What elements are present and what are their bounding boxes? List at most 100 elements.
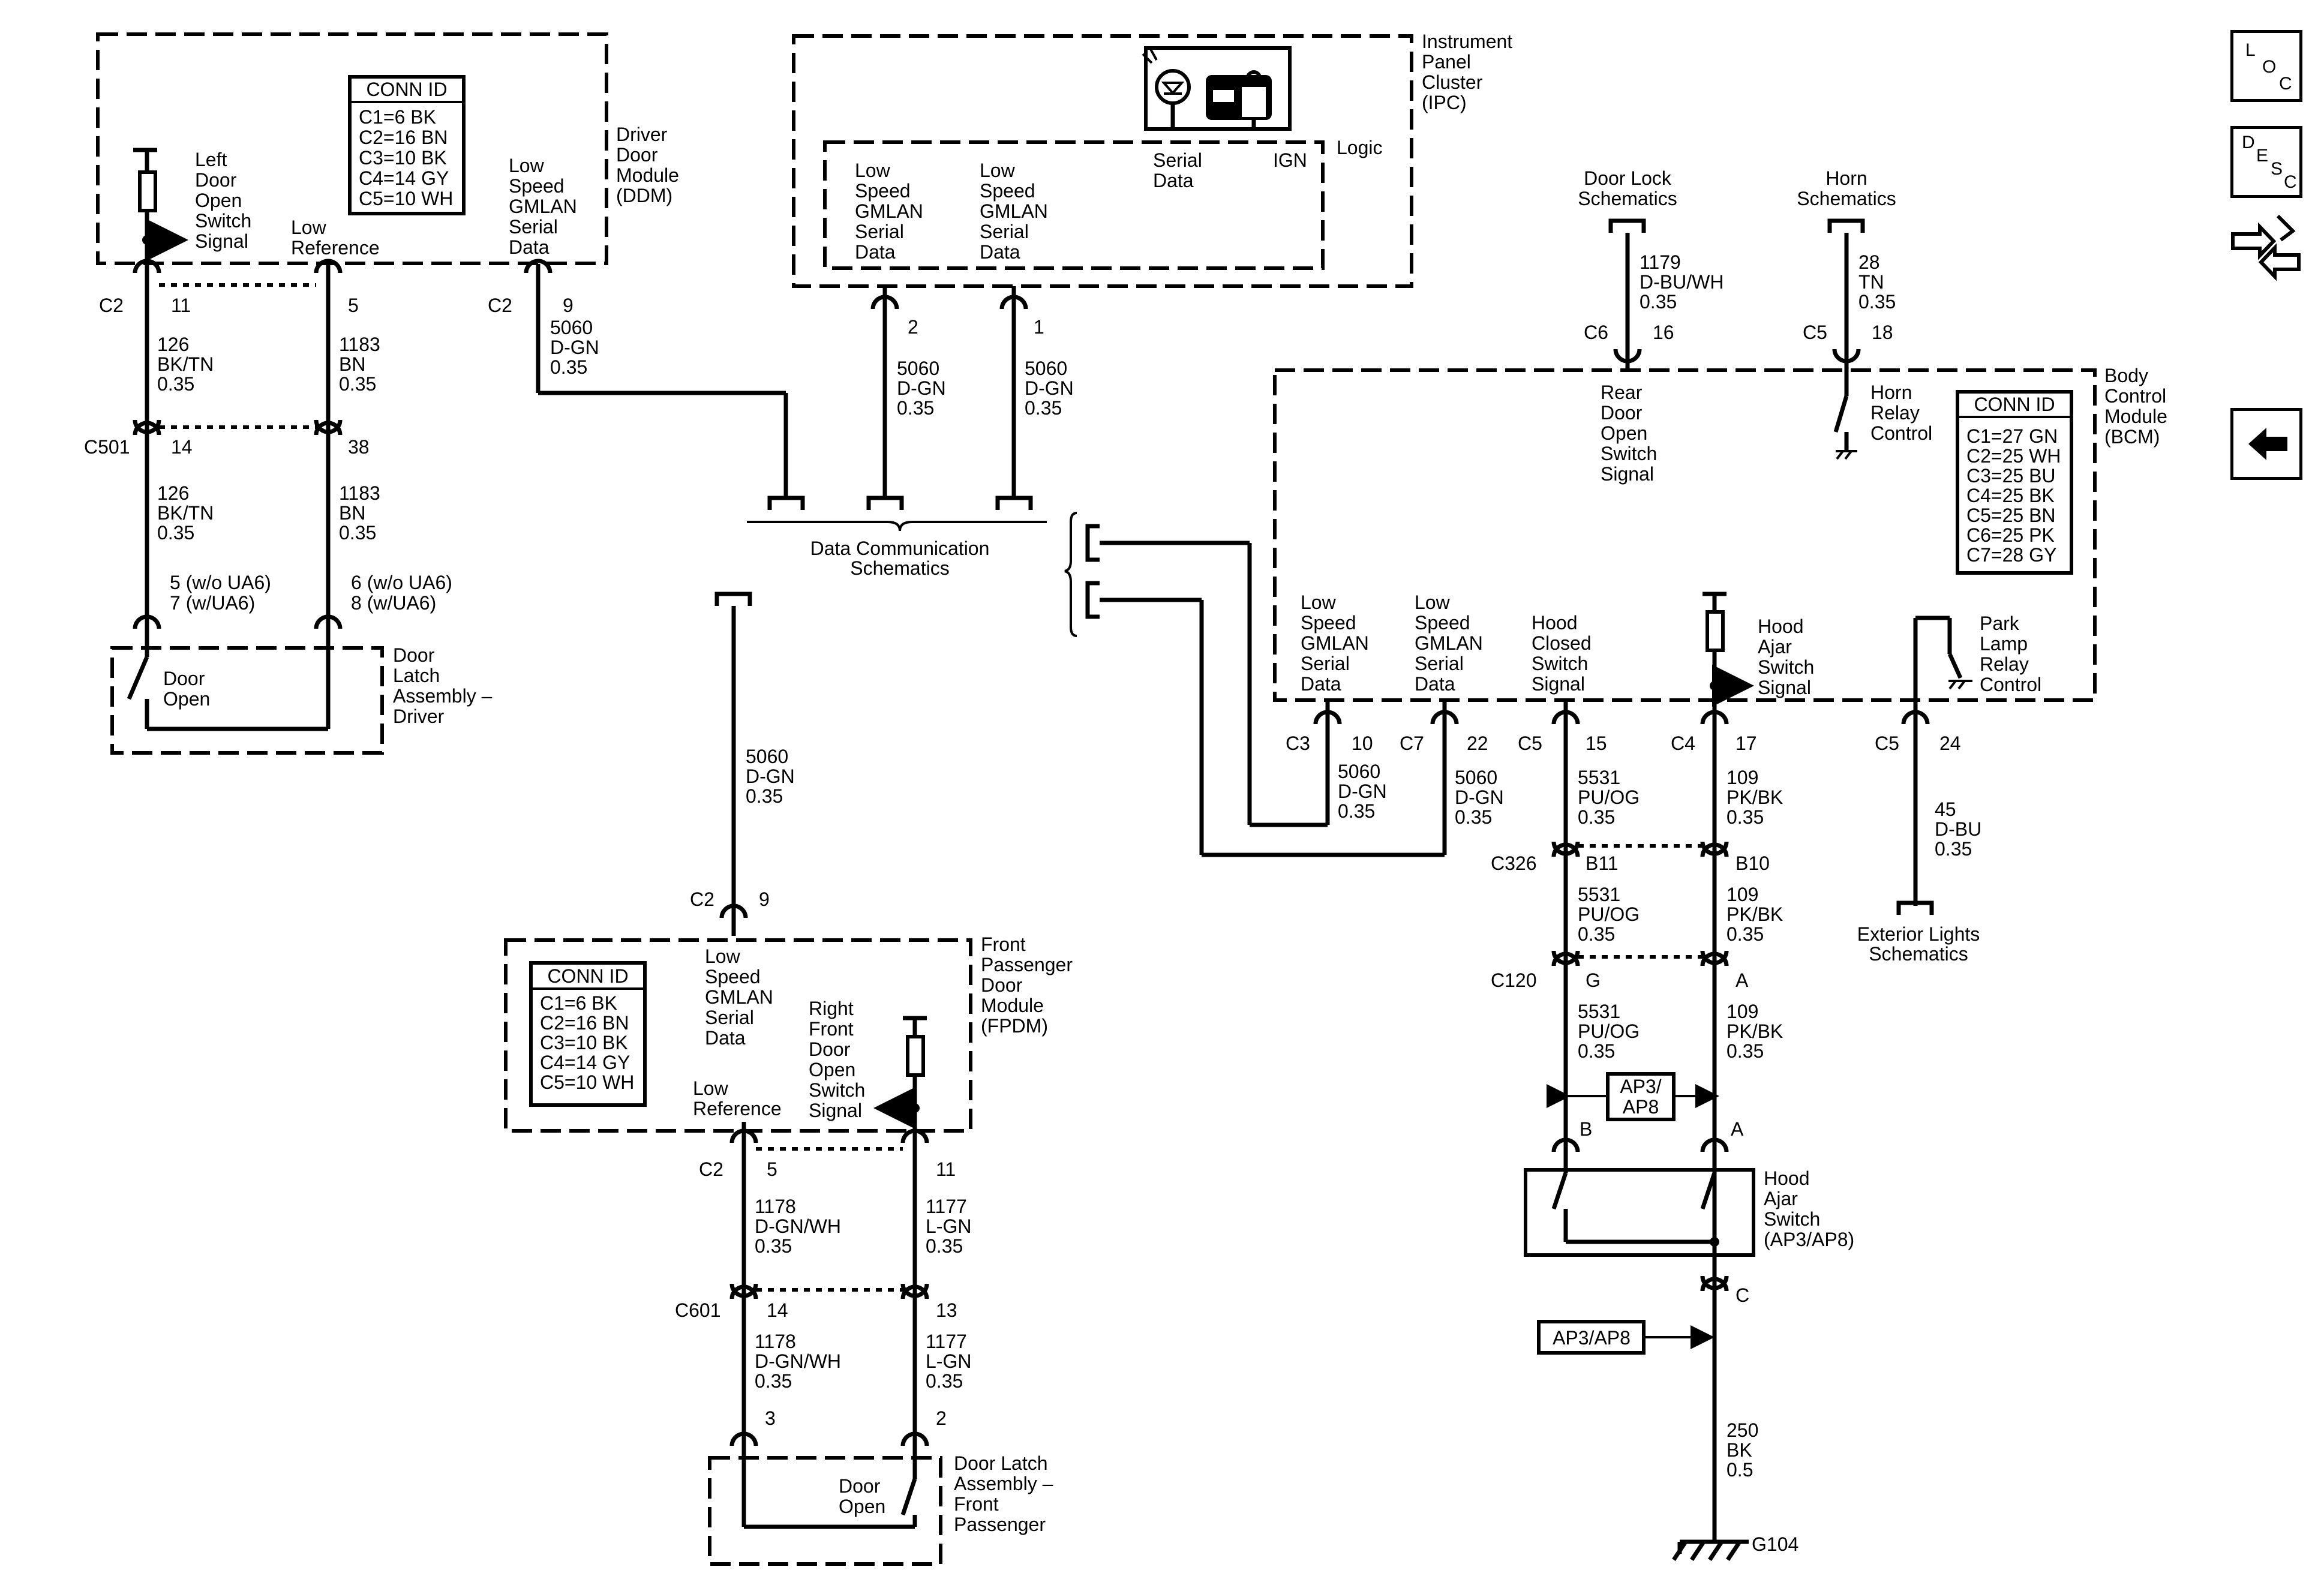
c120-label: C120	[1491, 969, 1537, 991]
svg-text:Data: Data	[705, 1027, 746, 1049]
data-communication-block: Data Communication Schematics	[747, 496, 1445, 857]
svg-text:0.35: 0.35	[926, 1370, 963, 1392]
hood-ajar-switch-box	[1524, 1168, 1755, 1257]
ipc-logic-label: Logic	[1337, 137, 1383, 158]
svg-text:BK: BK	[1727, 1439, 1752, 1461]
description-button[interactable]: D E S C	[2230, 126, 2302, 198]
ddm-low-ref-label: Low Reference	[291, 217, 380, 259]
pin-label: 10	[1352, 733, 1373, 754]
svg-text:Assembly –: Assembly –	[393, 685, 493, 707]
connector-view-icon[interactable]	[2227, 210, 2308, 288]
svg-text:TN: TN	[1858, 271, 1884, 293]
bcm-conn-row: C7=28 GY	[1966, 544, 2056, 566]
svg-text:Speed: Speed	[1415, 612, 1470, 634]
horn-relay-switch	[1833, 395, 1849, 433]
svg-text:Open: Open	[195, 190, 242, 211]
loc-letter: C	[2279, 74, 2292, 94]
svg-text:Passenger: Passenger	[981, 954, 1073, 975]
svg-text:(IPC): (IPC)	[1422, 92, 1467, 113]
back-button[interactable]	[2230, 408, 2302, 480]
svg-text:5531: 5531	[1578, 884, 1620, 905]
connector-label: C5	[1875, 733, 1899, 754]
ddm-conn-id-title: CONN ID	[366, 79, 447, 100]
location-button[interactable]: L O C	[2230, 30, 2302, 102]
ap3-ap8-option-box	[1606, 1072, 1676, 1121]
svg-text:Door: Door	[163, 668, 205, 689]
svg-text:0.35: 0.35	[746, 785, 783, 807]
svg-text:0.35: 0.35	[1578, 1040, 1615, 1062]
svg-text:Serial: Serial	[1153, 149, 1202, 171]
svg-text:Closed: Closed	[1532, 632, 1592, 654]
fpdm-low-ref-label: Low Reference	[693, 1077, 782, 1119]
fpdm-conn-id-box	[529, 961, 647, 1107]
ddm-conn-row: C2=16 BN	[359, 127, 448, 148]
svg-text:1179: 1179	[1640, 251, 1681, 273]
bcm-conn-row: C2=25 WH	[1966, 445, 2061, 467]
bcm-serial-label-b: Low Speed GMLAN Serial Data	[1415, 592, 1483, 695]
svg-text:Door: Door	[616, 144, 658, 166]
svg-text:126: 126	[157, 482, 189, 504]
hood-ajar-signal-label: Hood Ajar Switch Signal	[1758, 616, 1814, 698]
svg-text:Control: Control	[2104, 385, 2166, 407]
wire-label: 5060 D-GN 0.35	[1025, 358, 1074, 419]
svg-text:Switch: Switch	[1758, 656, 1814, 678]
svg-text:1183: 1183	[339, 482, 380, 504]
wire-label: 5060 D-GN 0.35	[746, 746, 795, 807]
svg-text:5060: 5060	[1338, 761, 1380, 782]
wire-label: 5060 D-GN 0.35	[550, 317, 599, 378]
option-label: AP8	[1623, 1096, 1659, 1118]
svg-text:D-GN/WH: D-GN/WH	[755, 1350, 841, 1372]
door-lock-icon	[1206, 70, 1272, 120]
ipc-serial-label-a: Low Speed GMLAN Serial Data	[855, 160, 923, 263]
desc-letter: D	[2242, 133, 2255, 152]
rear-door-label: Rear Door Open Switch Signal	[1601, 382, 1657, 485]
svg-text:PU/OG: PU/OG	[1578, 1020, 1640, 1042]
svg-text:Speed: Speed	[980, 180, 1035, 202]
svg-text:Ajar: Ajar	[1758, 636, 1792, 658]
bcm-conn-id-title: CONN ID	[1974, 394, 2055, 415]
park-lamp-label: Park Lamp Relay Control	[1980, 613, 2041, 695]
svg-text:Driver: Driver	[616, 124, 668, 145]
park-lamp-relay-switch	[1947, 653, 1963, 679]
svg-text:7 (w/UA6): 7 (w/UA6)	[170, 592, 255, 614]
wire-label: 5531 PU/OG 0.35	[1578, 767, 1640, 828]
ipc-serial-label-b: Low Speed GMLAN Serial Data	[980, 160, 1048, 263]
svg-text:(AP3/AP8): (AP3/AP8)	[1764, 1229, 1854, 1250]
pin-label: 9	[563, 295, 574, 316]
hood-circuit: C326 B11 B10 5531 PU/OG 0.35 109 PK/BK 0…	[1491, 841, 1854, 1561]
svg-text:0.35: 0.35	[1727, 1040, 1764, 1062]
svg-text:0.35: 0.35	[1578, 923, 1615, 945]
ipc-module: Serial Data IGN Logic Instrument Panel C…	[792, 31, 1512, 498]
ipc-logic-boundary	[823, 140, 1325, 270]
wire-label: 109 PK/BK 0.35	[1727, 1001, 1783, 1062]
rf-switch-label: Right Front Door Open Switch Signal	[809, 998, 865, 1121]
pin-label: C	[1736, 1284, 1749, 1306]
svg-text:28: 28	[1858, 251, 1880, 273]
svg-text:Body: Body	[2104, 365, 2148, 386]
fpdm-conn-row: C5=10 WH	[540, 1071, 634, 1093]
svg-text:Data: Data	[855, 241, 896, 263]
svg-text:8 (w/UA6): 8 (w/UA6)	[351, 592, 436, 614]
door-open-label: Door Open	[839, 1475, 885, 1517]
svg-text:0.35: 0.35	[157, 522, 194, 544]
connector-label: C7	[1400, 733, 1424, 754]
svg-text:Front: Front	[954, 1493, 999, 1515]
svg-text:Module: Module	[616, 164, 679, 186]
svg-text:5060: 5060	[550, 317, 593, 338]
svg-text:Switch: Switch	[195, 210, 251, 232]
svg-text:D-BU: D-BU	[1935, 818, 1981, 840]
connector-label: C5	[1803, 322, 1827, 343]
svg-text:Low: Low	[980, 160, 1016, 181]
svg-text:Low: Low	[291, 217, 327, 238]
pin-label: A	[1736, 969, 1749, 991]
pin-label: 15	[1586, 733, 1607, 754]
connector-label: C3	[1286, 733, 1310, 754]
svg-text:0.35: 0.35	[1640, 291, 1677, 313]
svg-text:5060: 5060	[897, 358, 939, 379]
svg-text:Cluster: Cluster	[1422, 71, 1483, 93]
svg-text:0.35: 0.35	[1727, 923, 1764, 945]
svg-text:1177: 1177	[926, 1331, 967, 1352]
wire-label: 5531 PU/OG 0.35	[1578, 1001, 1640, 1062]
svg-text:D-GN: D-GN	[746, 766, 795, 787]
svg-text:Panel: Panel	[1422, 51, 1471, 73]
